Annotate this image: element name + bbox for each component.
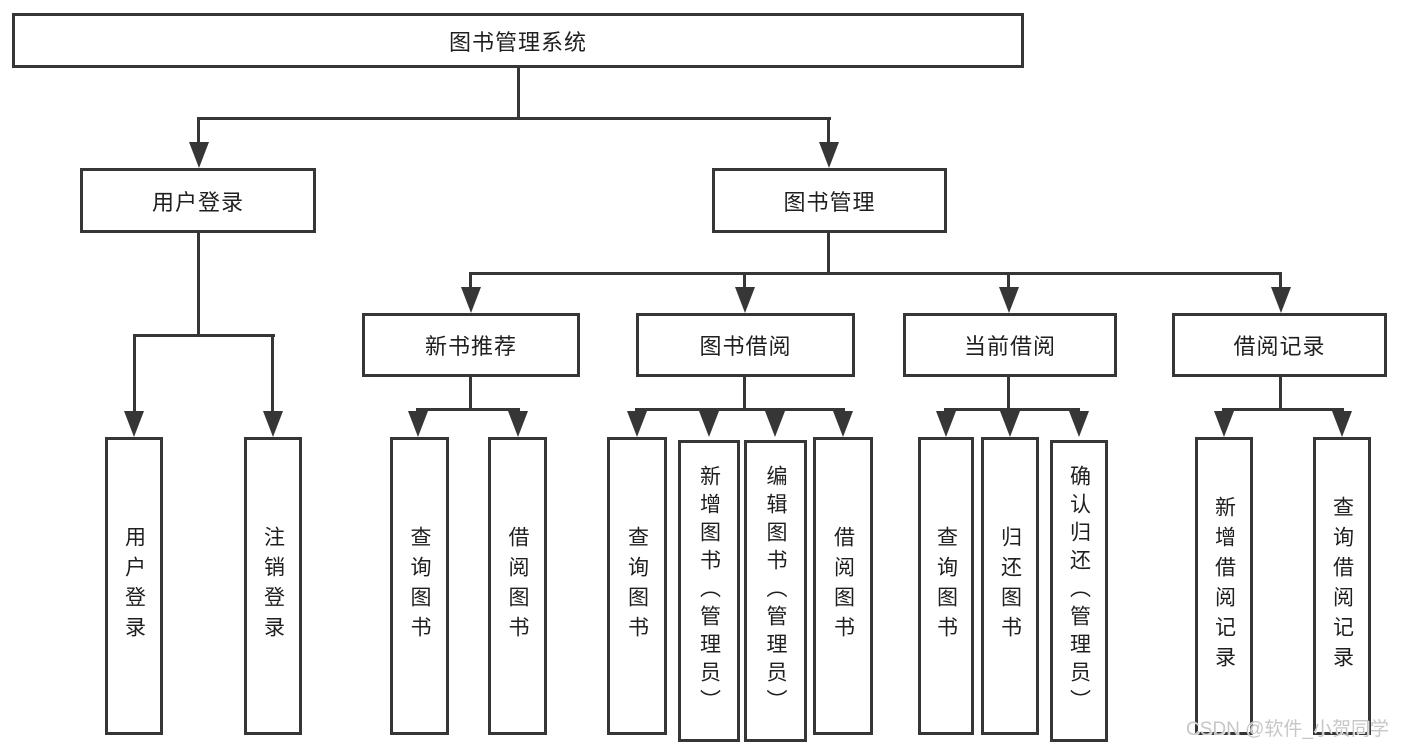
connector-line (271, 337, 274, 413)
node-return-books: 归还图书 (981, 437, 1039, 735)
arrow-down-icon (1069, 411, 1089, 437)
arrow-down-icon (1271, 287, 1291, 313)
node-label: 图书管理系统 (448, 29, 587, 55)
connector-line (743, 377, 746, 410)
node-current-borrowing: 当前借阅 (903, 313, 1117, 377)
node-add-borrow-record: 新增借阅记录 (1195, 437, 1253, 735)
arrow-down-icon (263, 411, 283, 437)
connector-line (469, 275, 472, 289)
node-label: 借阅记录 (1233, 334, 1326, 359)
node-label: 注销登录 (261, 526, 285, 646)
arrow-down-icon (999, 287, 1019, 313)
connector-line (944, 408, 1080, 411)
node-label: 查询借阅记录 (1330, 496, 1354, 676)
arrow-down-icon (627, 411, 647, 437)
connector-line (1222, 408, 1344, 411)
connector-line (133, 334, 275, 337)
connector-line (827, 233, 830, 274)
node-borrow-books-1: 借阅图书 (488, 437, 547, 735)
connector-line (1279, 275, 1282, 289)
arrow-down-icon (699, 411, 719, 437)
arrow-down-icon (1214, 411, 1234, 437)
arrow-down-icon (508, 411, 528, 437)
arrow-down-icon (819, 142, 839, 168)
arrow-down-icon (936, 411, 956, 437)
node-label: 用户登录 (151, 189, 244, 215)
node-label: 查询图书 (408, 526, 431, 646)
connector-line (517, 68, 520, 118)
connector-line (416, 408, 520, 411)
arrow-down-icon (189, 142, 209, 168)
node-new-book-recommend: 新书推荐 (362, 313, 580, 377)
node-user-login: 用户登录 (80, 168, 316, 233)
arrow-down-icon (765, 411, 785, 437)
node-label: 当前借阅 (963, 334, 1056, 359)
arrow-down-icon (1332, 411, 1352, 437)
connector-line (1007, 377, 1010, 410)
node-borrowing-records: 借阅记录 (1172, 313, 1387, 377)
node-add-books-admin: 新增图书（管理员） (678, 440, 740, 742)
node-login: 用户登录 (105, 437, 163, 735)
node-logout: 注销登录 (244, 437, 302, 735)
arrow-down-icon (833, 411, 853, 437)
node-label: 借阅图书 (831, 526, 855, 646)
node-label: 归还图书 (998, 526, 1022, 646)
connector-line (469, 272, 1282, 275)
node-label: 图书借阅 (699, 334, 792, 359)
connector-line (635, 408, 845, 411)
node-book-management: 图书管理 (712, 168, 947, 233)
node-label: 确认归还（管理员） (1067, 465, 1091, 717)
node-label: 查询图书 (934, 526, 958, 646)
arrow-down-icon (461, 287, 481, 313)
node-label: 新书推荐 (424, 334, 517, 359)
node-book-borrowing: 图书借阅 (636, 313, 855, 377)
node-query-books-2: 查询图书 (607, 437, 667, 735)
arrow-down-icon (408, 411, 428, 437)
node-label: 图书管理 (783, 189, 876, 215)
connector-line (197, 120, 200, 144)
node-query-books-1: 查询图书 (390, 437, 449, 735)
node-confirm-return-admin: 确认归还（管理员） (1050, 440, 1108, 742)
node-root: 图书管理系统 (12, 13, 1024, 68)
connector-line (197, 233, 200, 336)
node-label: 新增图书（管理员） (697, 465, 721, 717)
connector-line (1279, 377, 1282, 410)
node-label: 新增借阅记录 (1212, 496, 1236, 676)
arrow-down-icon (1000, 411, 1020, 437)
node-label: 借阅图书 (506, 526, 529, 646)
csdn-watermark: CSDN @软件_小贺同学 (1186, 719, 1389, 740)
connector-line (197, 117, 831, 120)
connector-line (133, 337, 136, 413)
node-borrow-books-2: 借阅图书 (813, 437, 873, 735)
node-query-borrow-record: 查询借阅记录 (1313, 437, 1371, 735)
connector-line (743, 275, 746, 289)
node-query-books-3: 查询图书 (918, 437, 974, 735)
connector-line (1007, 275, 1010, 289)
arrow-down-icon (124, 411, 144, 437)
arrow-down-icon (735, 287, 755, 313)
node-label: 用户登录 (122, 526, 146, 646)
node-label: 查询图书 (625, 526, 649, 646)
node-label: 编辑图书（管理员） (764, 465, 787, 717)
node-edit-books-admin: 编辑图书（管理员） (744, 440, 807, 742)
connector-line (827, 120, 830, 144)
connector-line (469, 377, 472, 410)
